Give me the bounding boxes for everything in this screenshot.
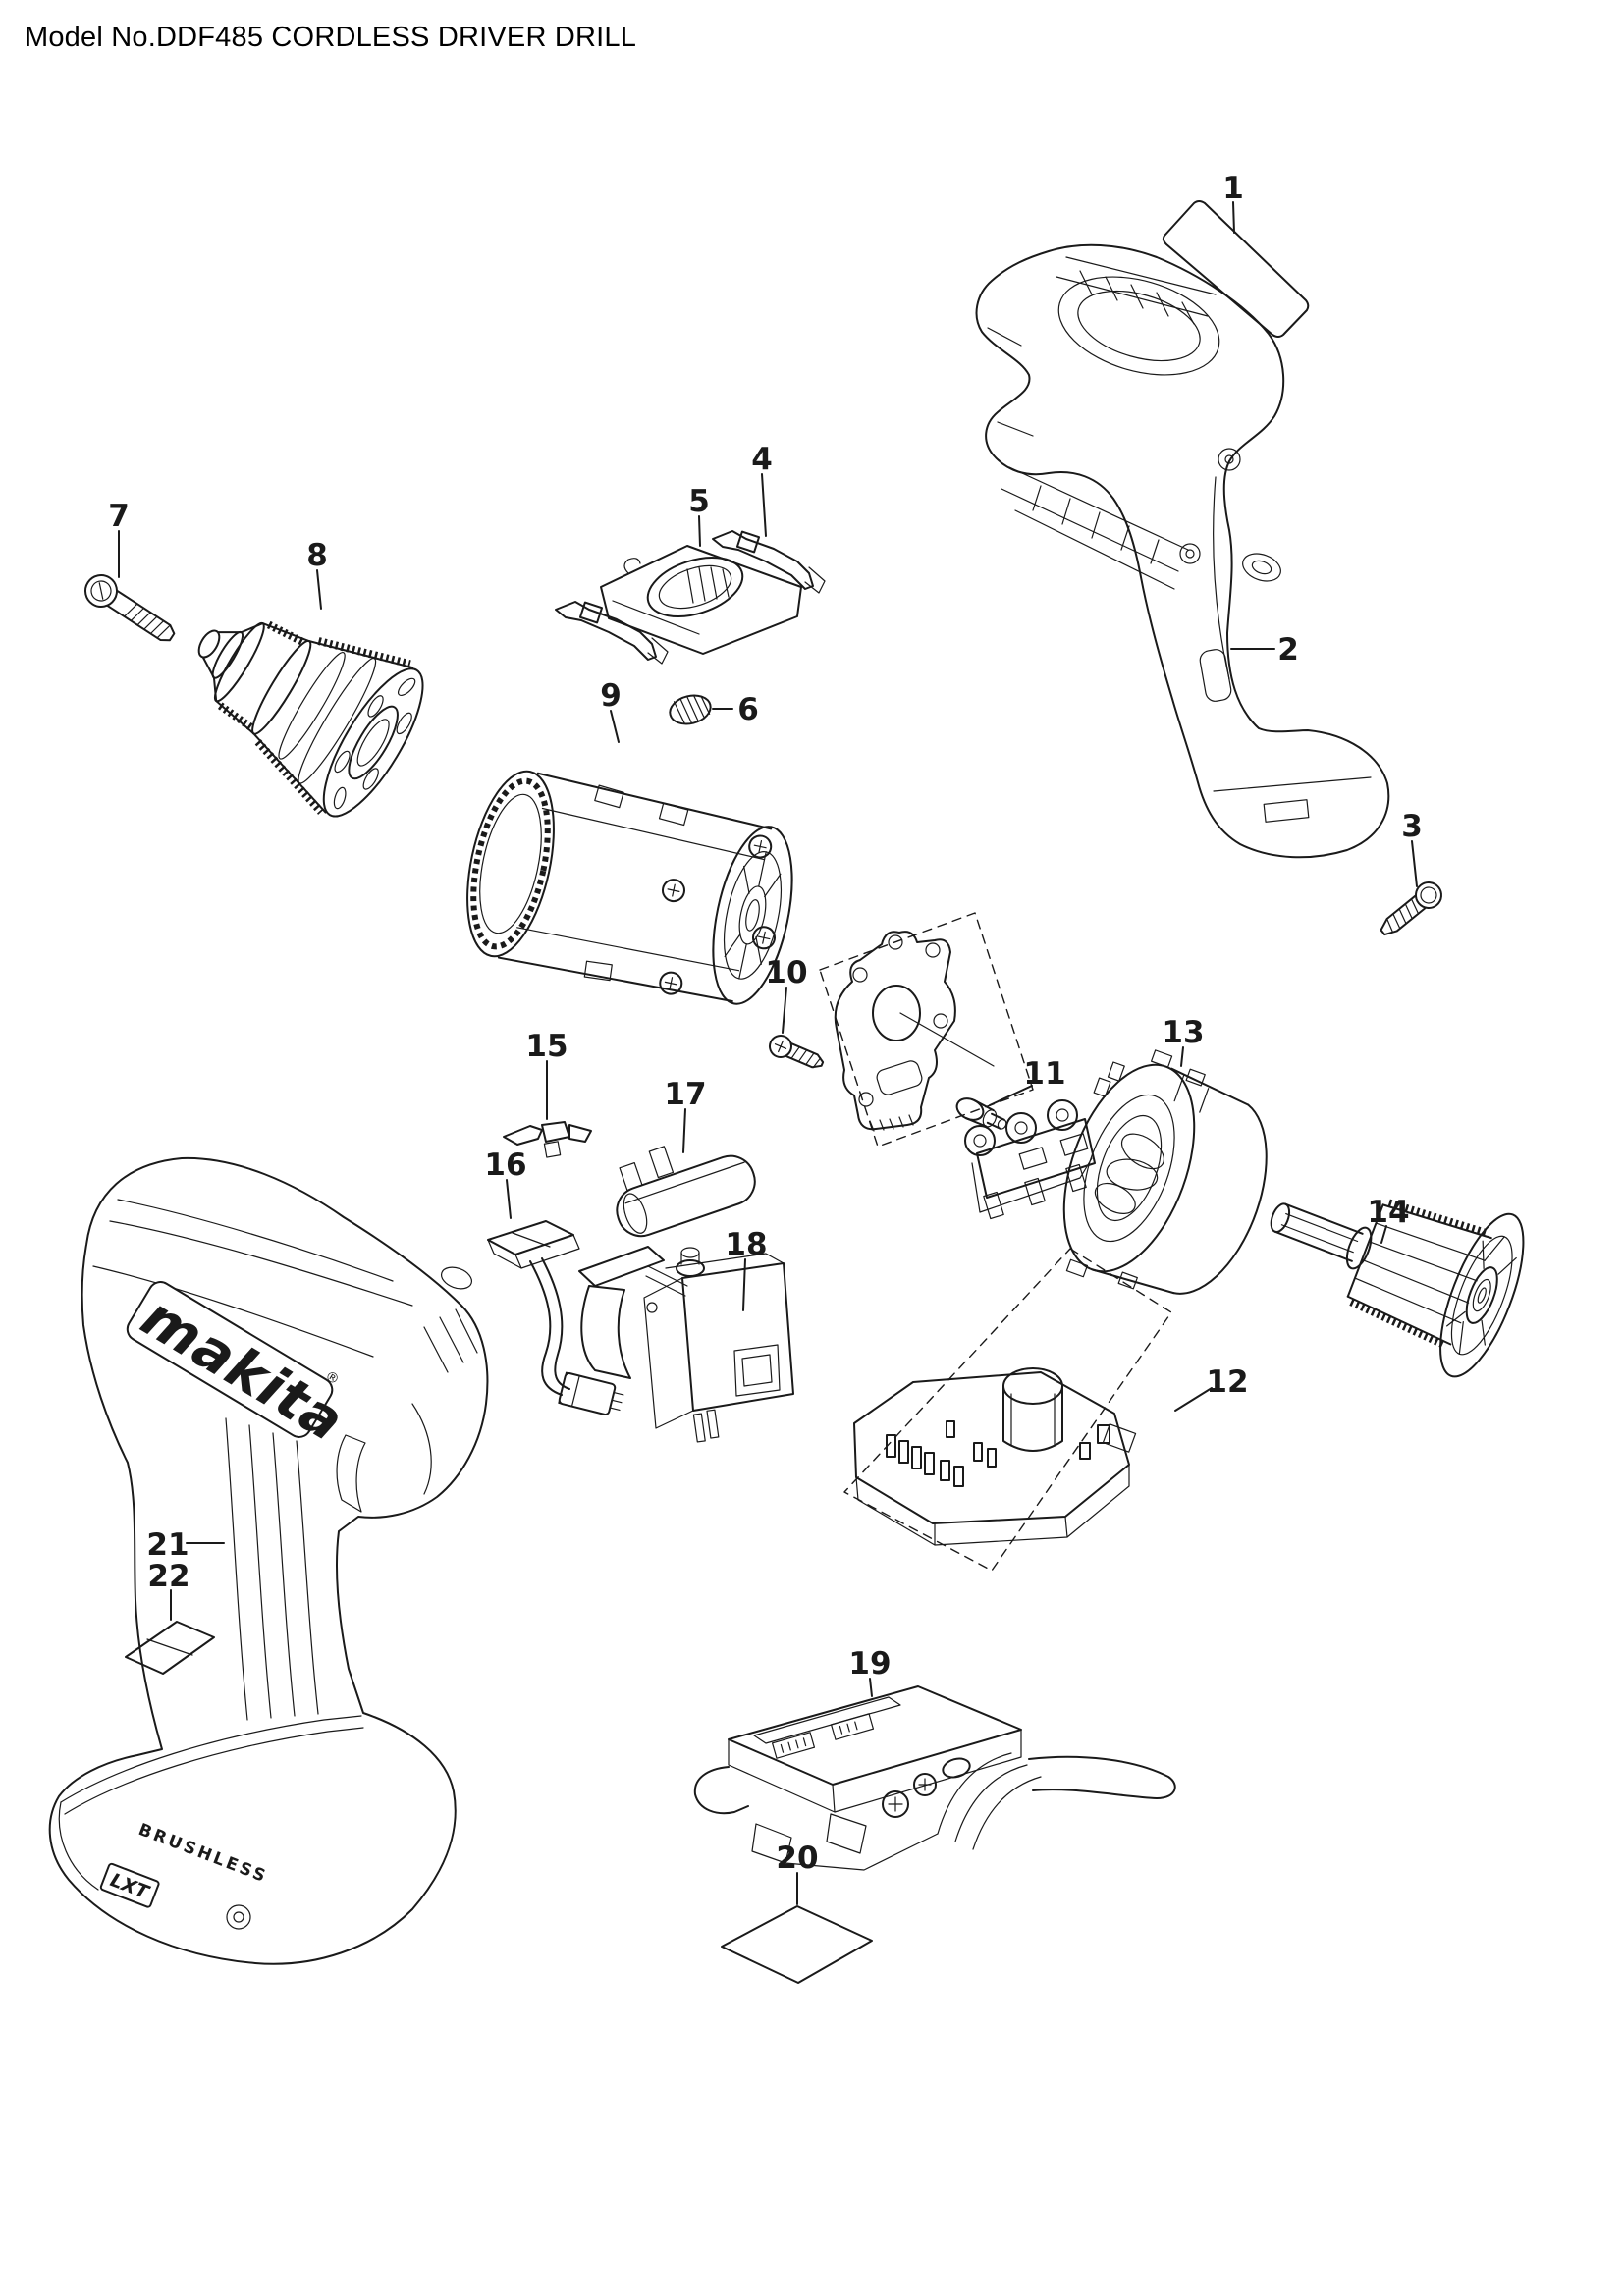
svg-text:21: 21	[146, 1527, 189, 1563]
part-6-spring-drawing	[669, 694, 712, 725]
page-title: Model No.DDF485 CORDLESS DRIVER DRILL	[25, 22, 637, 53]
callout-1: 1	[1222, 171, 1244, 234]
part-9-gear-assembly-drawing	[466, 770, 793, 1005]
part-11-terminal-drawing	[955, 1097, 1096, 1220]
callout-8: 8	[306, 538, 328, 610]
part-22-label-drawing	[125, 1621, 215, 1675]
part-17-lamp-cover-drawing	[616, 1146, 756, 1238]
brushless-text: BRUSHLESS	[135, 1820, 270, 1888]
part-4-wire-clips-drawing	[555, 530, 826, 665]
svg-text:6: 6	[737, 692, 759, 727]
svg-text:3: 3	[1401, 809, 1423, 844]
svg-text:10: 10	[765, 955, 807, 990]
callout-21: 21	[146, 1527, 225, 1563]
svg-text:9: 9	[600, 678, 622, 714]
callout-15: 15	[525, 1029, 568, 1120]
part-5-speed-change-lever-drawing	[600, 545, 802, 655]
part-21-tool-body-drawing: makita ® BRUSHLESS LXT	[48, 1156, 489, 1965]
callout-17: 17	[664, 1077, 707, 1153]
callout-22: 22	[147, 1559, 190, 1621]
svg-text:20: 20	[776, 1841, 818, 1876]
part-13-stator-drawing	[1062, 1049, 1268, 1295]
part-12-controller-drawing	[843, 1248, 1172, 1572]
callout-10: 10	[765, 955, 808, 1034]
part-10-screw-and-baffle-plate-drawing	[769, 912, 1034, 1148]
part-14-rotor-drawing	[1270, 1199, 1525, 1378]
svg-text:1: 1	[1222, 171, 1244, 206]
callout-5: 5	[688, 484, 710, 547]
part-7-chuck-bolt-drawing	[84, 574, 176, 642]
callout-19: 19	[848, 1646, 892, 1697]
callout-12: 12	[1174, 1364, 1249, 1412]
callout-11: 11	[989, 1056, 1066, 1106]
svg-text:22: 22	[147, 1559, 189, 1594]
svg-text:15: 15	[525, 1029, 568, 1064]
part-1-name-plate-drawing	[1162, 200, 1310, 338]
callout-18: 18	[725, 1227, 768, 1311]
callout-6: 6	[712, 692, 759, 727]
svg-text:17: 17	[664, 1077, 706, 1112]
callouts-layer: 1 2 3 4 5 6 7 8 9 10 11 12 13 14 15 16 1…	[108, 171, 1423, 1905]
callout-14: 14	[1367, 1195, 1410, 1244]
callout-3: 3	[1401, 809, 1423, 887]
part-8-chuck-drawing	[197, 620, 424, 818]
svg-text:12: 12	[1206, 1364, 1248, 1400]
callout-7: 7	[108, 499, 130, 578]
svg-text:7: 7	[108, 499, 130, 534]
part-2-housing-drawing	[975, 243, 1390, 859]
part-15-fr-lever-drawing	[503, 1121, 592, 1158]
diagram-artwork: makita ® BRUSHLESS LXT 1 2	[48, 171, 1525, 1984]
callout-20: 20	[776, 1841, 819, 1905]
part-20-label-drawing	[721, 1905, 873, 1984]
svg-text:5: 5	[688, 484, 710, 519]
svg-text:16: 16	[484, 1148, 526, 1183]
svg-text:11: 11	[1023, 1056, 1065, 1092]
svg-text:13: 13	[1162, 1015, 1204, 1050]
callout-4: 4	[751, 442, 773, 537]
callout-16: 16	[484, 1148, 527, 1219]
part-3-screw-drawing	[1380, 881, 1442, 936]
part-19-terminal-block-drawing	[693, 1685, 1176, 1871]
callout-2: 2	[1230, 632, 1299, 667]
svg-text:18: 18	[725, 1227, 767, 1262]
part-18-switch-drawing	[578, 1246, 794, 1443]
svg-text:19: 19	[848, 1646, 891, 1682]
svg-text:8: 8	[306, 538, 328, 573]
lxt-badge-text: LXT	[107, 1869, 153, 1904]
svg-text:2: 2	[1277, 632, 1299, 667]
callout-13: 13	[1162, 1015, 1205, 1067]
callout-9: 9	[600, 678, 622, 743]
svg-text:14: 14	[1367, 1195, 1409, 1230]
svg-text:4: 4	[751, 442, 773, 477]
part-16-led-wire-drawing	[487, 1220, 624, 1415]
